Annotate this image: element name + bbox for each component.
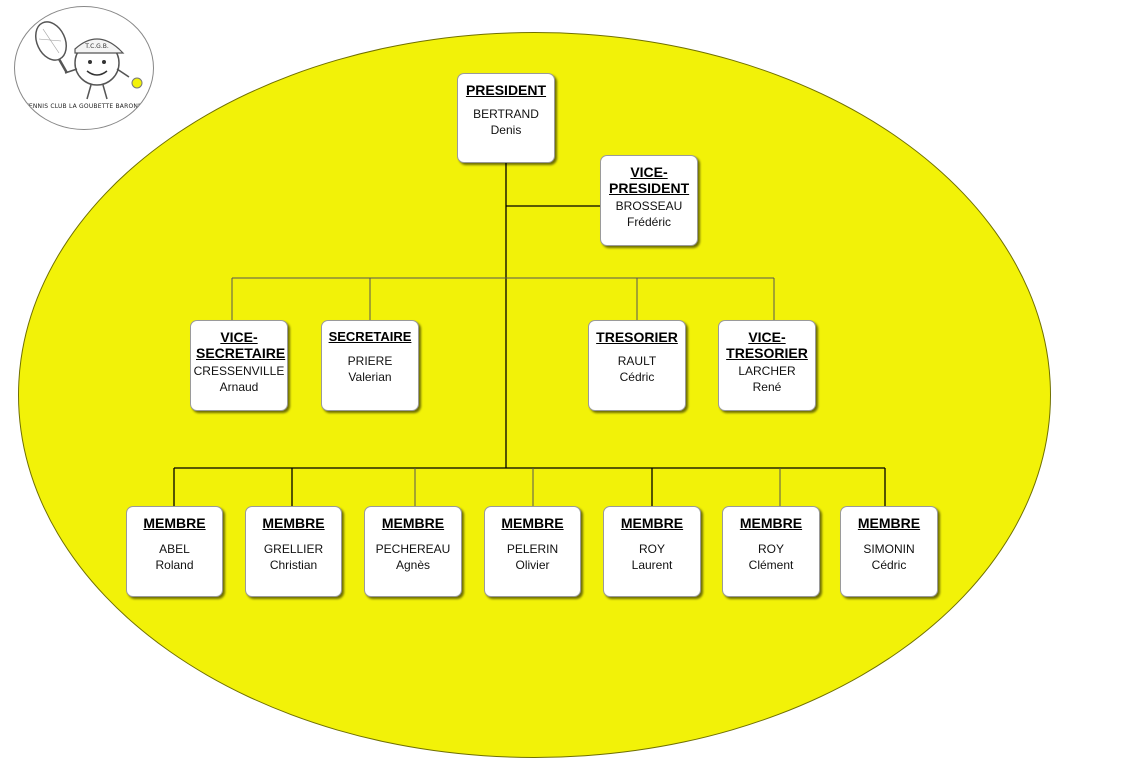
membre-box-6: MEMBRE ROY Clément xyxy=(722,506,820,597)
membre-box-4: MEMBRE PELERIN Olivier xyxy=(484,506,581,597)
role-title: MEMBRE xyxy=(739,515,803,531)
logo-caption: TENNIS CLUB LA GOUBETTE BARONNIE xyxy=(25,103,149,110)
person-lastname: SIMONIN xyxy=(863,542,915,556)
person-lastname: ROY xyxy=(757,542,784,556)
person-lastname: PELERIN xyxy=(506,542,559,556)
membre-box-3: MEMBRE PECHEREAU Agnès xyxy=(364,506,462,597)
person-firstname: Cédric xyxy=(871,558,907,572)
person-firstname: Valerian xyxy=(348,370,392,384)
role-title: VICE-SECRETAIRE xyxy=(196,329,286,361)
role-title: MEMBRE xyxy=(143,515,206,531)
role-title: VICE-PRESIDENT xyxy=(609,164,690,196)
person-firstname: Agnès xyxy=(395,558,431,572)
person-lastname: ABEL xyxy=(159,542,190,556)
person-firstname: Arnaud xyxy=(219,380,259,394)
person-lastname: CRESSENVILLE xyxy=(193,364,285,378)
membre-box-7: MEMBRE SIMONIN Cédric xyxy=(840,506,938,597)
person-firstname: Olivier xyxy=(515,558,550,572)
membre-box-5: MEMBRE ROY Laurent xyxy=(603,506,701,597)
vice-tresorier-box: VICE-TRESORIER LARCHER René xyxy=(718,320,816,411)
logo-cap-text: T.C.G.B. xyxy=(84,43,109,50)
person-lastname: PRIERE xyxy=(347,354,393,368)
role-title: VICE-TRESORIER xyxy=(726,329,808,361)
role-title: TRESORIER xyxy=(596,329,678,345)
person-firstname: Christian xyxy=(269,558,318,572)
person-firstname: Cédric xyxy=(619,370,655,384)
president-box: PRESIDENT BERTRAND Denis xyxy=(457,73,555,163)
role-title: MEMBRE xyxy=(620,515,684,531)
role-title: MEMBRE xyxy=(381,515,445,531)
person-firstname: Denis xyxy=(490,123,522,137)
role-title: MEMBRE xyxy=(262,515,325,531)
person-lastname: PECHEREAU xyxy=(375,542,451,556)
tresorier-box: TRESORIER RAULT Cédric xyxy=(588,320,686,411)
membre-box-1: MEMBRE ABEL Roland xyxy=(126,506,223,597)
person-firstname: Roland xyxy=(155,558,194,572)
club-logo: T.C.G.B. TENNIS CLUB LA GOUBETTE BARONNI… xyxy=(14,6,154,130)
role-title: MEMBRE xyxy=(501,515,564,531)
person-lastname: GRELLIER xyxy=(263,542,324,556)
membre-box-2: MEMBRE GRELLIER Christian xyxy=(245,506,342,597)
person-firstname: Laurent xyxy=(631,558,673,572)
secretaire-box: SECRETAIRE PRIERE Valerian xyxy=(321,320,419,411)
person-lastname: BROSSEAU xyxy=(615,199,683,213)
person-firstname: René xyxy=(752,380,782,394)
role-title: PRESIDENT xyxy=(465,82,547,98)
person-lastname: ROY xyxy=(638,542,665,556)
tennis-ball-mascot-icon: T.C.G.B. xyxy=(35,21,143,100)
role-title: MEMBRE xyxy=(857,515,921,531)
person-lastname: RAULT xyxy=(617,354,657,368)
person-firstname: Frédéric xyxy=(626,215,671,229)
person-lastname: LARCHER xyxy=(738,364,796,378)
role-title: SECRETAIRE xyxy=(328,329,412,344)
vice-president-box: VICE-PRESIDENT BROSSEAU Frédéric xyxy=(600,155,698,246)
vice-secretaire-box: VICE-SECRETAIRE CRESSENVILLE Arnaud xyxy=(190,320,288,411)
person-lastname: BERTRAND xyxy=(473,107,539,121)
person-firstname: Clément xyxy=(748,558,794,572)
